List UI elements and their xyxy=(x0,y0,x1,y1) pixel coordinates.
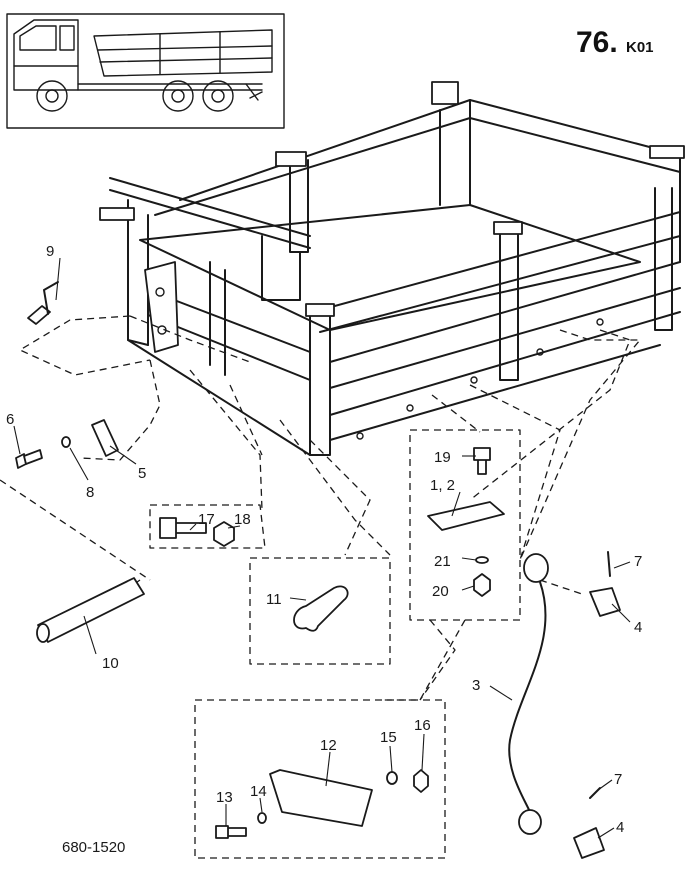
callout-4-lower: 4 xyxy=(616,819,624,836)
callout-6: 6 xyxy=(6,411,14,428)
page-suffix: K01 xyxy=(626,39,654,56)
callout-13: 13 xyxy=(216,789,233,806)
part-13-bolt xyxy=(215,825,247,839)
part-7-pin-upper xyxy=(607,551,611,577)
part-1-2-plate xyxy=(427,501,505,531)
dashed-leader-lines xyxy=(0,315,641,859)
part-18-nut xyxy=(213,521,235,547)
callout-7-upper: 7 xyxy=(634,553,642,570)
callout-15: 15 xyxy=(380,729,397,746)
callout-leaders xyxy=(13,257,631,839)
callout-3: 3 xyxy=(472,677,480,694)
part-8-washer xyxy=(61,436,71,448)
callout-1-2: 1, 2 xyxy=(430,477,455,494)
callout-17: 17 xyxy=(198,511,215,528)
part-6-bolt xyxy=(15,449,43,469)
callout-14: 14 xyxy=(250,783,267,800)
callout-12: 12 xyxy=(320,737,337,754)
part-16-nut xyxy=(413,769,429,793)
callout-11: 11 xyxy=(266,591,282,608)
callout-18: 18 xyxy=(234,511,251,528)
callout-21: 21 xyxy=(434,553,451,570)
callout-4-upper: 4 xyxy=(634,619,642,636)
part-9-handle xyxy=(27,281,59,325)
callout-9: 9 xyxy=(46,243,54,260)
callout-19: 19 xyxy=(434,449,451,466)
callout-10: 10 xyxy=(102,655,119,672)
part-5-plate xyxy=(91,419,119,457)
page-number: 76. xyxy=(576,26,618,59)
callout-16: 16 xyxy=(414,717,431,734)
callout-8: 8 xyxy=(86,484,94,501)
part-17-bolt xyxy=(159,517,207,539)
part-4-sleeve-upper xyxy=(589,587,621,617)
dump-body-assembly xyxy=(99,81,685,456)
part-14-washer xyxy=(257,812,267,824)
truck-thumbnail xyxy=(6,13,285,129)
callout-labels: 9 6 8 5 10 17 18 11 19 1, 2 21 20 3 4 7 … xyxy=(6,243,642,836)
drawing-reference: 680-1520 xyxy=(62,839,125,856)
part-20-nut xyxy=(473,573,491,597)
part-4-sleeve-lower xyxy=(573,827,605,859)
part-21-washer xyxy=(475,556,489,564)
callout-7-lower: 7 xyxy=(614,771,622,788)
part-19-bolt xyxy=(473,447,491,475)
part-10-bar xyxy=(36,577,145,643)
part-11-snap-hook xyxy=(293,585,349,632)
callout-5: 5 xyxy=(138,465,146,482)
callout-20: 20 xyxy=(432,583,449,600)
part-3-cable xyxy=(508,553,549,835)
part-12-plate xyxy=(269,769,373,827)
part-15-washer xyxy=(386,771,398,785)
